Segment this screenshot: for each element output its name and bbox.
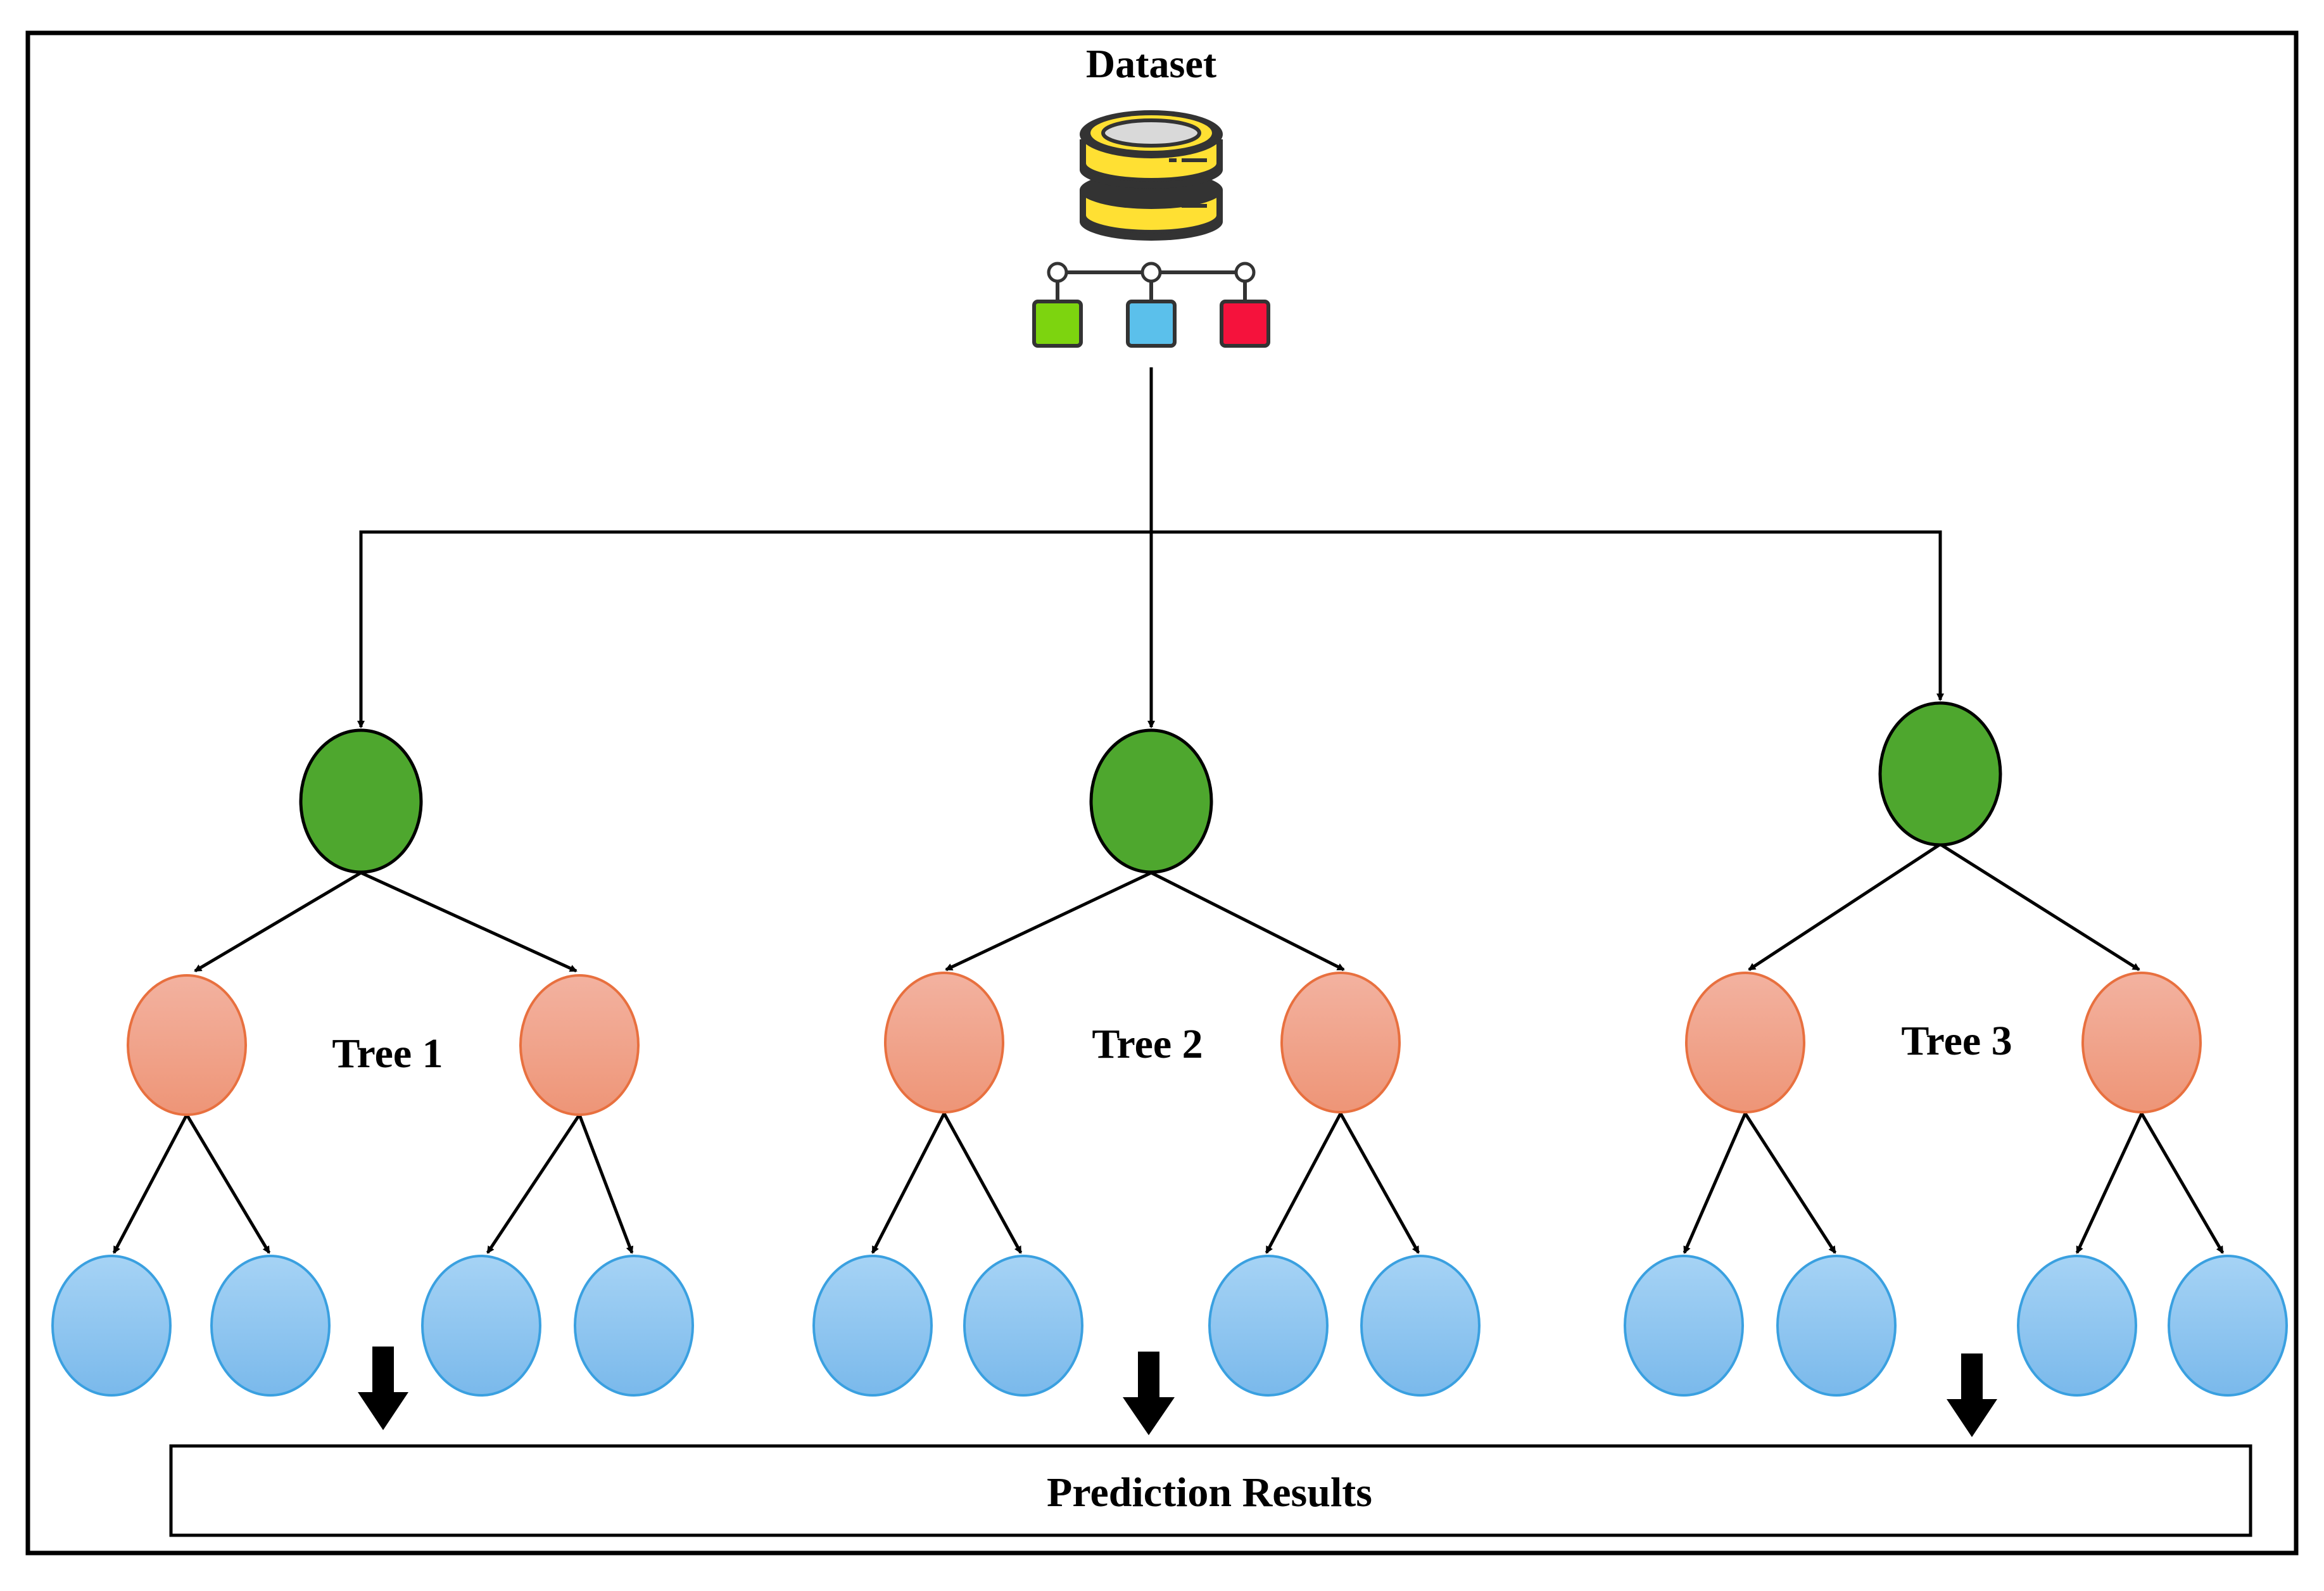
leaf-node — [51, 1255, 172, 1397]
leaf-node — [1360, 1255, 1481, 1397]
tree1-left-node — [127, 974, 247, 1116]
tree3-root-node — [1878, 701, 2002, 847]
dataset-connectors — [357, 367, 1944, 728]
class-red-square — [1220, 300, 1270, 348]
leaf-node — [574, 1255, 694, 1397]
leaf-node — [421, 1255, 541, 1397]
leaf-node — [210, 1255, 331, 1397]
leaf-node — [1776, 1255, 1897, 1397]
leaf-node — [2017, 1255, 2137, 1397]
tree3-right-node — [2081, 972, 2202, 1113]
tree2-root-node — [1089, 728, 1213, 874]
leaf-node — [2168, 1255, 2288, 1397]
class-split-icon — [1032, 262, 1270, 348]
dataset-title: Dataset — [1086, 41, 1217, 86]
tree3-label: Tree 3 — [1901, 1018, 2012, 1064]
prediction-results-label: Prediction Results — [1047, 1469, 1372, 1516]
class-green-square — [1032, 300, 1083, 348]
leaf-node — [812, 1255, 933, 1397]
root-nodes — [299, 701, 2002, 874]
prediction-results-box — [169, 1444, 2252, 1537]
output-arrows — [358, 1347, 1997, 1437]
tree3-output-arrow — [1947, 1353, 1997, 1437]
tree-edges — [112, 842, 2225, 1254]
class-blue-square — [1126, 300, 1177, 348]
tree1-right-node — [519, 974, 640, 1116]
tree2-output-arrow — [1123, 1352, 1175, 1435]
tree2-left-node — [884, 972, 1004, 1113]
leaf-node — [1208, 1255, 1329, 1397]
internal-nodes — [127, 972, 2202, 1116]
tree2-right-node — [1280, 972, 1401, 1113]
tree1-output-arrow — [358, 1347, 408, 1430]
outer-frame — [25, 30, 2299, 1556]
database-icon — [1080, 110, 1223, 241]
tree2-label: Tree 2 — [1092, 1021, 1203, 1067]
leaf-nodes — [51, 1255, 2288, 1397]
tree1-label: Tree 1 — [332, 1030, 443, 1077]
tree1-root-node — [299, 728, 423, 874]
leaf-node — [1624, 1255, 1744, 1397]
leaf-node — [963, 1255, 1083, 1397]
tree3-left-node — [1685, 972, 1805, 1113]
